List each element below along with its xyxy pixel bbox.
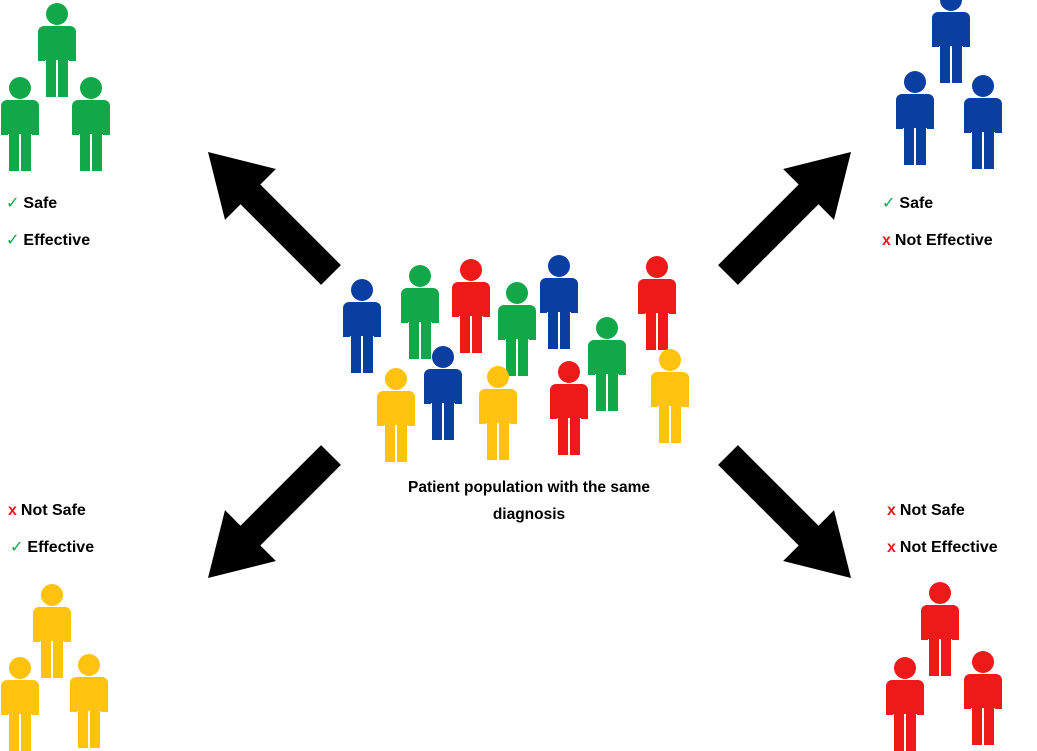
bottom-right-not-safe-label: Not Safe (899, 502, 965, 519)
bottom-right-person-icon-3 (964, 651, 1002, 745)
population-person-icon-1 (343, 279, 381, 373)
top-left-line-1: ✓Safe (6, 194, 57, 214)
cross-icon: x (882, 232, 891, 249)
population-person-icon-2 (401, 265, 439, 359)
population-person-icon-3 (452, 259, 490, 353)
check-icon: ✓ (882, 195, 896, 212)
bottom-right-person-icon-2 (886, 657, 924, 751)
top-left-safe-label: Safe (23, 195, 58, 212)
bottom-right-not-effective-label: Not Effective (899, 539, 998, 556)
population-person-icon-4 (498, 282, 536, 376)
top-left-line-2: ✓Effective (6, 231, 90, 251)
bottom-left-line-2: ✓Effective (10, 538, 94, 558)
bottom-left-arrow-icon (208, 445, 341, 578)
cross-icon: x (887, 502, 896, 519)
top-right-person-icon-1 (932, 0, 970, 83)
top-right-safe-label: Safe (899, 195, 934, 212)
top-right-not-effective-label: Not Effective (894, 232, 993, 249)
bottom-left-person-icon-2 (1, 657, 39, 751)
top-right-arrow-icon (718, 152, 851, 285)
population-person-icon-6 (638, 256, 676, 350)
bottom-right-person-icon-1 (921, 582, 959, 676)
top-left-arrow-icon (208, 152, 341, 285)
top-right-person-icon-3 (964, 75, 1002, 169)
top-left-effective-label: Effective (23, 232, 91, 249)
top-left-person-icon-3 (72, 77, 110, 171)
population-caption: Patient population with the same diagnos… (408, 479, 650, 523)
cross-icon: x (8, 502, 17, 519)
bottom-right-arrow-icon (718, 445, 851, 578)
population-person-icon-9 (424, 346, 462, 440)
bottom-left-person-icon-3 (70, 654, 108, 748)
population-person-icon-7 (588, 317, 626, 411)
check-icon: ✓ (6, 195, 20, 212)
population-person-icon-5 (540, 255, 578, 349)
top-left-person-icon-2 (1, 77, 39, 171)
top-right-person-icon-2 (896, 71, 934, 165)
population-person-icon-8 (377, 368, 415, 462)
population-person-icon-11 (550, 361, 588, 455)
bottom-left-not-safe-label: Not Safe (20, 502, 86, 519)
bottom-left-person-icon-1 (33, 584, 71, 678)
check-icon: ✓ (6, 232, 20, 249)
population-person-icon-12 (651, 349, 689, 443)
check-icon: ✓ (10, 539, 24, 556)
cross-icon: x (887, 539, 896, 556)
top-left-person-icon-1 (38, 3, 76, 97)
population-person-icon-10 (479, 366, 517, 460)
bottom-left-effective-label: Effective (27, 539, 95, 556)
top-right-line-1: ✓Safe (882, 194, 933, 214)
